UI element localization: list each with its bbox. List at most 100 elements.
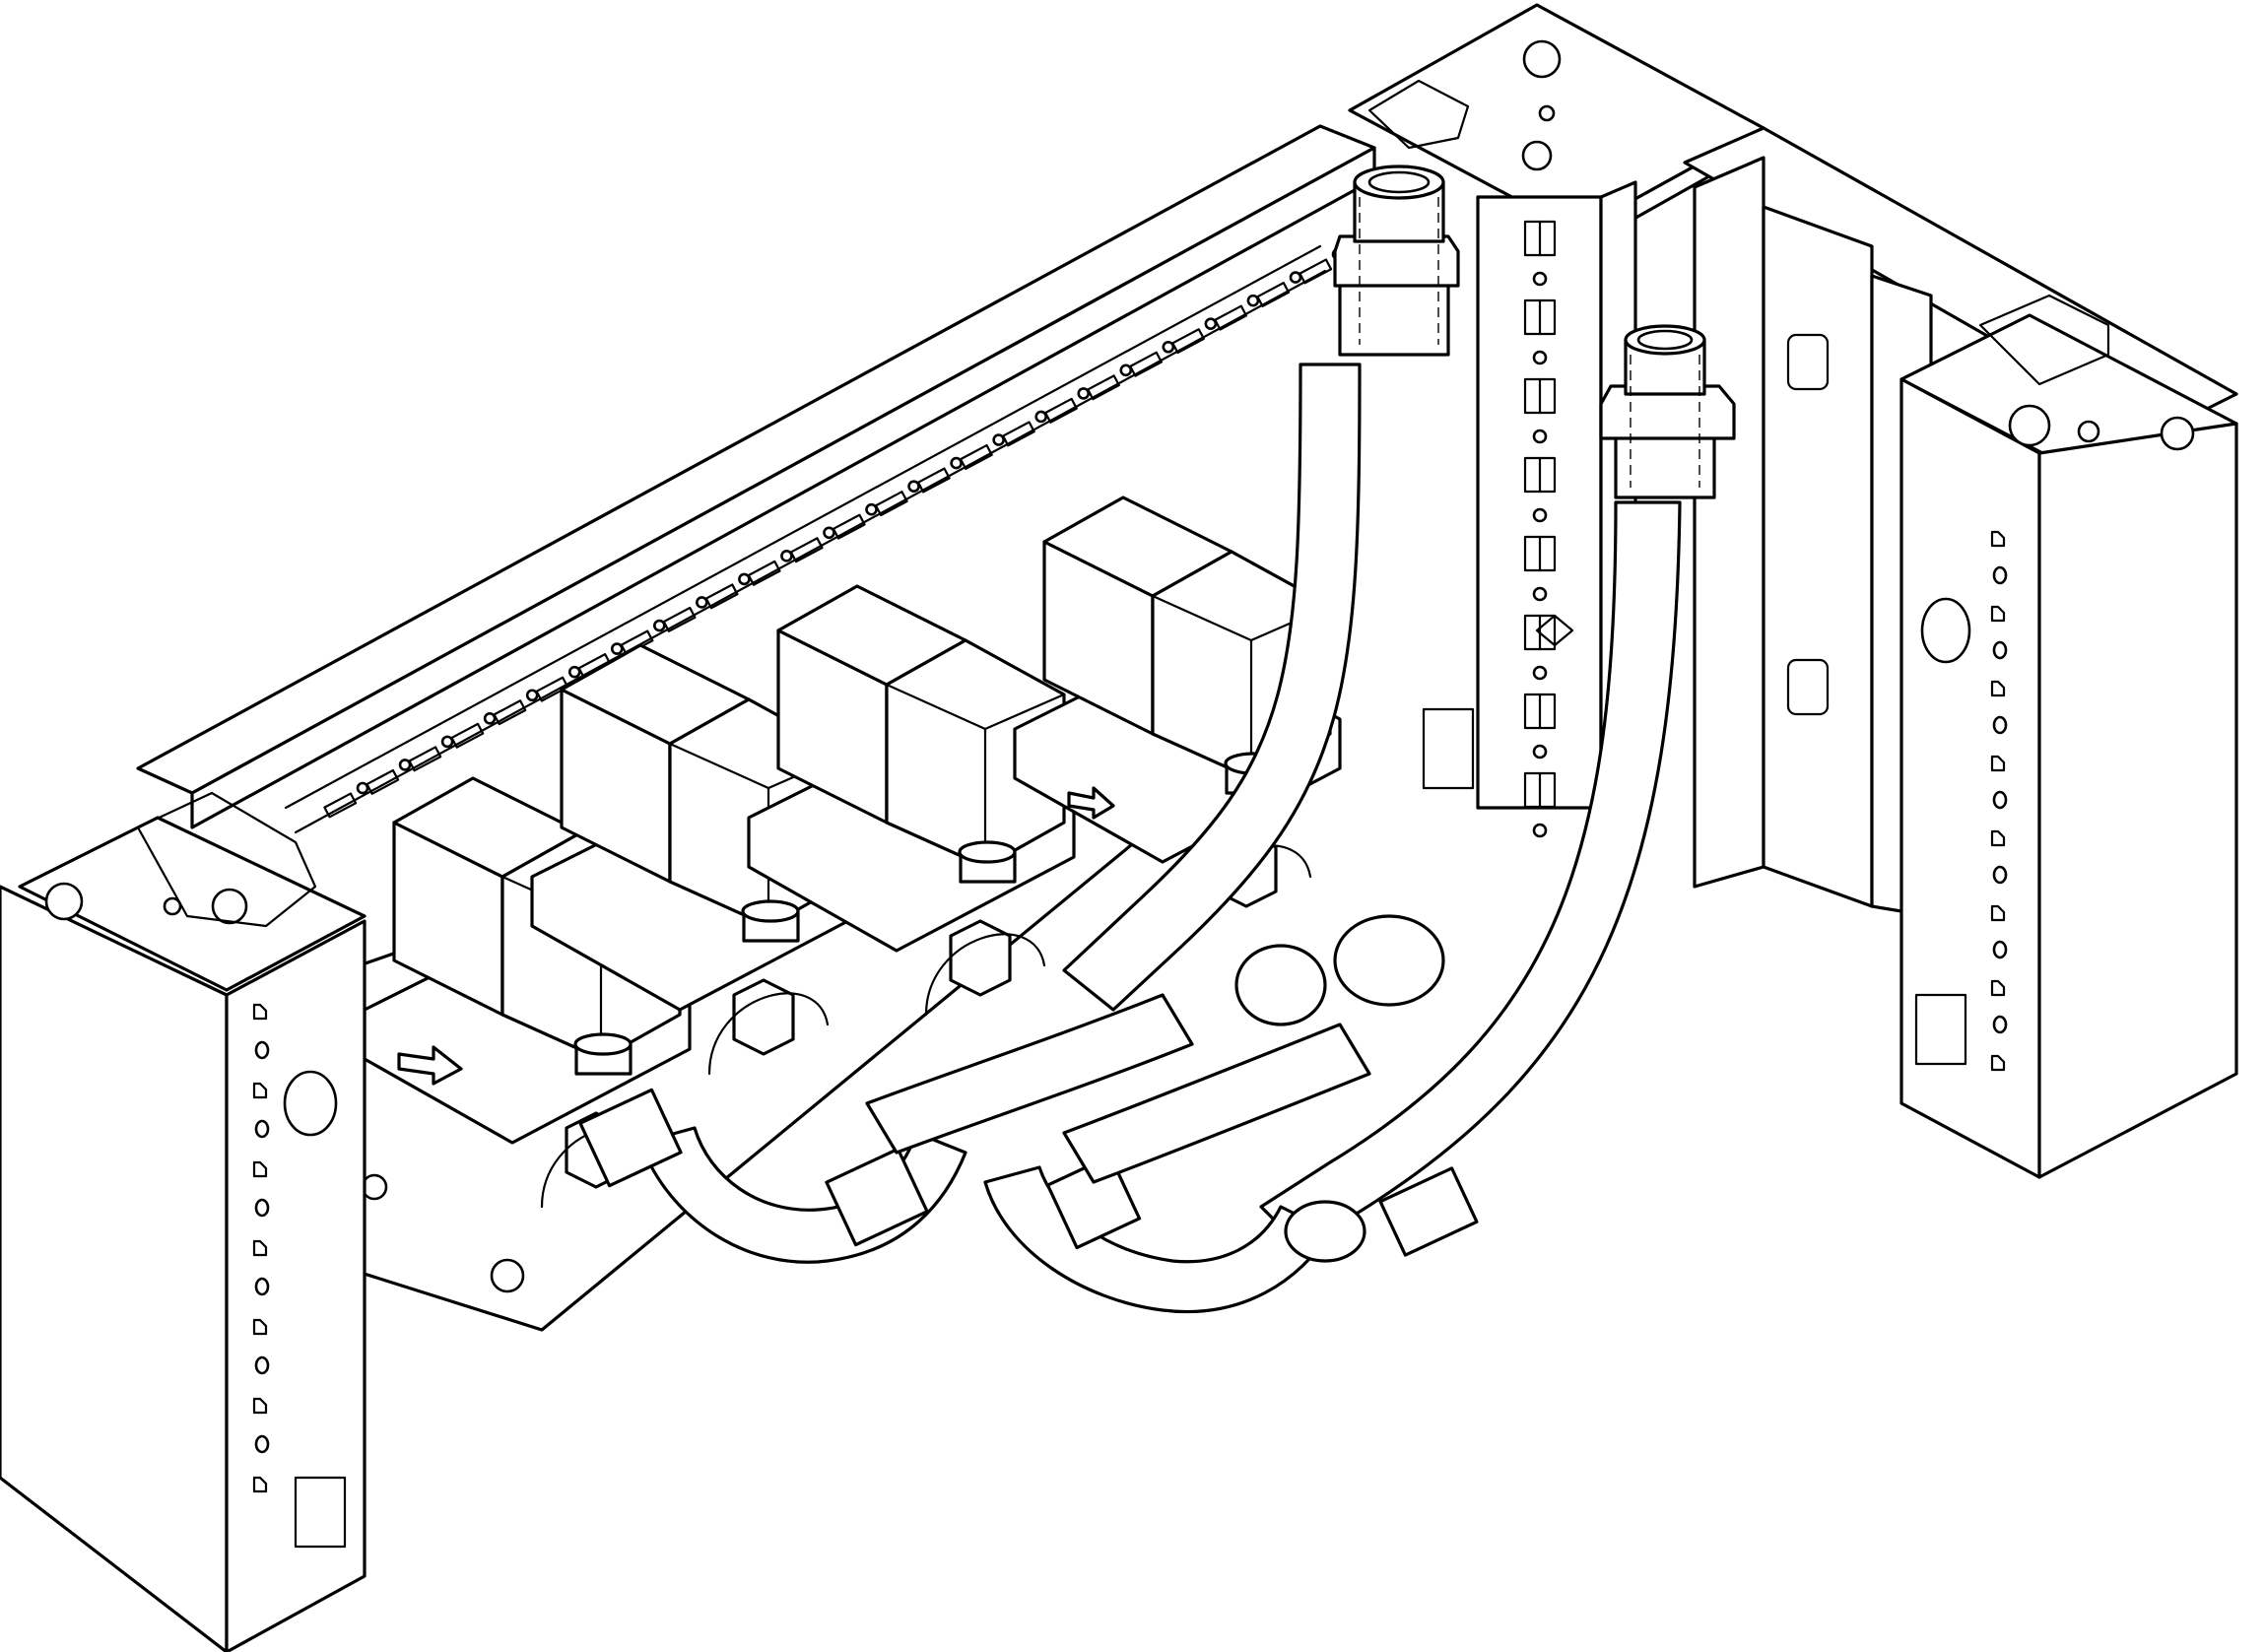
slot-icon [252,1003,268,1021]
slot-icon [1990,904,2006,922]
slot-hole [1532,350,1548,365]
slot-hole [254,1355,270,1375]
slot-hole [1532,507,1548,523]
slot-icon [1990,530,2006,548]
slot-hole [254,1198,270,1218]
slot-icon [252,1239,268,1257]
slot-icon [252,1082,268,1099]
slot-hole [1532,271,1548,287]
valve-stem-top [741,899,800,923]
slot-hole [1532,744,1548,760]
mount-hole-icon [1521,140,1553,171]
hose-left [1062,165,1460,1012]
rail-hole [1034,410,1047,424]
slot-hole [1992,565,2008,585]
connector-edge [668,742,770,790]
rail-slot [1002,421,1035,447]
rail-hole [780,550,793,562]
square-cutout [1422,707,1475,790]
slot-icon [1990,1054,2006,1072]
slot-icon [1990,605,2006,623]
rail-slot-pattern [323,247,1345,819]
mount-hole-icon [1522,39,1562,79]
solenoid-valve-3 [747,584,1076,1017]
slot-icon [252,1318,268,1336]
slot-icon [252,1397,268,1415]
slot-hole [1992,790,2008,810]
rail-slot [704,583,739,610]
rail-slot [408,746,442,772]
connector-edge [983,693,1066,731]
slot-icon [252,1160,268,1178]
slot-hole [1992,715,2008,735]
rail-slot [1129,351,1163,377]
slot-hole [1532,429,1548,444]
rail-slot [874,491,908,517]
front-left-upright [0,791,366,1652]
rail-hole [696,596,708,609]
slot-hole [1532,665,1548,681]
rail-hole [865,502,878,516]
rail-hole [1077,387,1091,400]
bracket-ring [707,992,830,1076]
slot-hole [254,1040,270,1060]
square-cutout [294,1476,347,1549]
rail-slot [1214,304,1248,331]
rail-hole [483,712,497,725]
rail-slot [1299,258,1333,285]
flow-direction-arrow [397,786,1115,1086]
rail-slot [832,513,866,540]
slot-hole [254,1434,270,1454]
slot-hole [1992,1015,2008,1034]
mount-hole-icon [1538,104,1556,122]
rail-slot [1256,282,1291,308]
valve-stem-top [573,1032,633,1056]
bracket-ring [924,933,1046,1017]
slot-hole [1992,640,2008,660]
rail-slot [366,768,400,795]
fitting-nut [949,919,1012,997]
rail-hole [398,759,412,771]
rail-hole [1246,294,1260,307]
hose-right [1259,324,1736,1248]
slot-hole [254,1277,270,1296]
rail-slot [1087,374,1120,401]
rail-hole [738,572,751,586]
rail-slot [535,676,569,702]
fitting-nut [732,978,795,1056]
rail-hole [653,619,666,632]
rail-hole [1289,271,1302,284]
rail-hole [1204,317,1218,330]
valve-stem-top [958,840,1017,864]
rail-hole [440,735,454,749]
rail-hole [1162,340,1175,354]
rail-slot [747,560,781,586]
slot-hole [1992,865,2008,885]
slot-icon [1990,829,2006,847]
slot-hole [1532,823,1548,838]
rail-hole [356,781,369,795]
rail-slot [450,722,485,749]
rail-slot [493,699,527,726]
rail-hole [610,642,624,655]
connector-edge [1151,594,1253,642]
rail-slot [789,537,824,563]
rail-hole [567,665,581,679]
rail-hole [525,689,539,702]
rail-hole [992,433,1005,446]
slot-icon [252,1476,268,1493]
rail-hole [907,480,920,493]
slot-icon [1990,680,2006,697]
slot-hole [1992,940,2008,959]
rail-hole [950,456,963,470]
rail-slot [662,606,697,632]
slot-icon [1990,979,2006,997]
slot-hole [254,1119,270,1139]
front-right-upright [1899,294,2238,1179]
rail-slot [323,792,358,819]
top-rail [136,124,1376,834]
slot-hole [1532,586,1548,602]
rail-hole [823,526,835,540]
rail-hole [1119,363,1133,377]
pipe-loop-rear [983,1154,1479,1314]
